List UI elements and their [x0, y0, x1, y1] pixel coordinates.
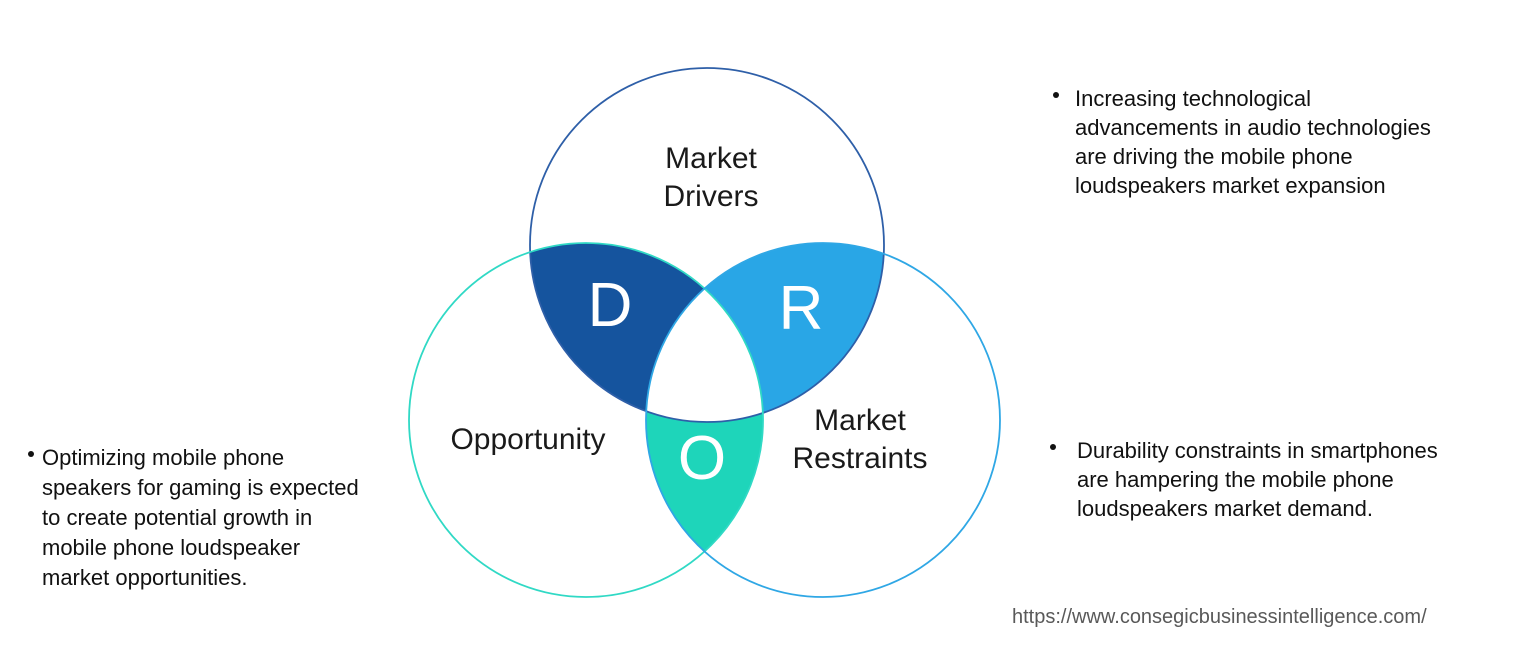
overlap-letter-d: D — [587, 271, 633, 340]
bullet-icon — [1050, 444, 1056, 450]
market-drivers-label-line1: Market — [665, 142, 757, 175]
bullet-icon — [28, 451, 34, 457]
market-restraints-label: Market Restraints — [792, 402, 927, 478]
restraints-note-line2: are hampering the mobile phone — [1077, 467, 1394, 492]
drivers-note-line2: advancements in audio technologies — [1075, 115, 1431, 140]
opportunity-note-line1: Optimizing mobile phone — [42, 445, 285, 470]
market-restraints-label-line1: Market — [814, 404, 906, 437]
drivers-note: Increasing technological advancements in… — [1053, 84, 1431, 200]
restraints-note-line3: loudspeakers market demand. — [1077, 496, 1373, 521]
market-drivers-label: Market Drivers — [664, 140, 759, 216]
drivers-note-line1: Increasing technological — [1075, 86, 1312, 111]
restraints-note-text: Durability constraints in smartphones ar… — [1077, 436, 1438, 523]
overlap-letter-r: R — [778, 274, 824, 343]
market-restraints-label-line2: Restraints — [792, 442, 928, 475]
opportunity-circle-outline — [408, 242, 764, 598]
source-url: https://www.consegicbusinessintelligence… — [1012, 606, 1427, 628]
opportunity-note-line5: market opportunities. — [42, 565, 248, 590]
drivers-note-text: Increasing technological advancements in… — [1075, 84, 1431, 200]
bullet-icon — [1053, 92, 1059, 98]
drivers-circle-outline — [529, 67, 885, 423]
center-triple-region — [646, 243, 763, 422]
drivers-note-line3: are driving the mobile phone — [1075, 144, 1353, 169]
overlap-letter-o: O — [677, 424, 727, 493]
restraints-note-line1: Durability constraints in smartphones — [1077, 438, 1438, 463]
market-drivers-label-line2: Drivers — [663, 180, 759, 213]
opportunity-note-text: Optimizing mobile phone speakers for gam… — [42, 443, 359, 593]
restraints-circle-outline — [645, 242, 1001, 598]
opportunity-note-line2: speakers for gaming is expected — [42, 475, 359, 500]
restraints-note: Durability constraints in smartphones ar… — [1050, 436, 1438, 523]
opportunity-note-line4: mobile phone loudspeaker — [42, 535, 301, 560]
drivers-note-line4: loudspeakers market expansion — [1075, 173, 1386, 198]
opportunity-note: Optimizing mobile phone speakers for gam… — [28, 443, 359, 593]
opportunity-label-line1: Opportunity — [450, 423, 606, 456]
opportunity-note-line3: to create potential growth in — [42, 505, 313, 530]
opportunity-label: Opportunity — [450, 421, 605, 459]
